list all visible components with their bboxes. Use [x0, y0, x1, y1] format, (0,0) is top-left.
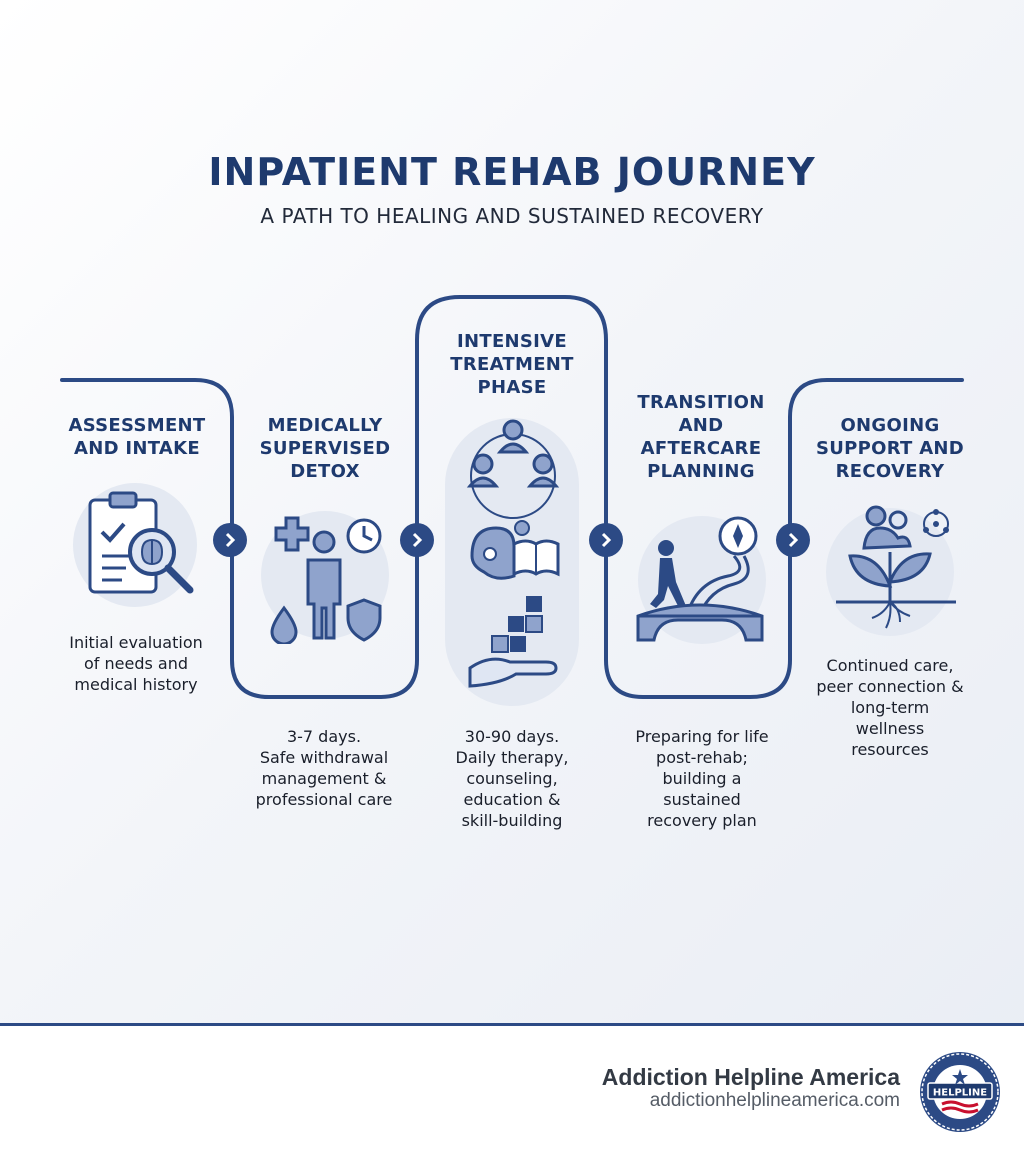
stage-2-description-line: professional care: [255, 790, 393, 809]
stage-4-title-line: AND: [678, 415, 724, 436]
stage-2-description: 3-7 days. Safe withdrawal management & p…: [228, 726, 420, 810]
stage-5-title-line: ONGOING: [840, 415, 940, 436]
stage-1-title-line: ASSESSMENT: [68, 415, 206, 436]
stage-1-title-line: AND INTAKE: [73, 438, 201, 459]
svg-text:HELPLINE: HELPLINE: [933, 1088, 987, 1099]
stage-5-description-line: wellness: [855, 719, 925, 738]
group-therapy-brain-book-blocks-icon: [466, 419, 560, 688]
stage-5-title-line: SUPPORT AND: [815, 438, 965, 459]
stage-3-title-line: PHASE: [477, 377, 547, 398]
stage-4-description-line: sustained: [663, 790, 741, 809]
stage-4-description-line: Preparing for life: [635, 727, 769, 746]
next-arrow-icon: [400, 523, 434, 557]
stage-3-title-line: TREATMENT: [450, 354, 574, 375]
support-plant-network-icon: [836, 505, 956, 629]
stage-5-title-line: RECOVERY: [835, 461, 945, 482]
stage-5-description-line: long-term: [850, 698, 930, 717]
stage-5-description-line: resources: [851, 740, 929, 759]
helpline-seal-logo: HELPLINE: [920, 1052, 1000, 1132]
stage-4-description-line: building a: [662, 769, 742, 788]
next-arrow-icon: [589, 523, 623, 557]
next-arrow-icon: [776, 523, 810, 557]
stage-2-description-line: management &: [261, 769, 387, 788]
stage-4-description-line: post-rehab;: [656, 748, 748, 767]
stage-2-title: MEDICALLY SUPERVISED DETOX: [240, 414, 410, 483]
stage-5-description-line: peer connection &: [816, 677, 964, 696]
brand-name: Addiction Helpline America: [601, 1064, 900, 1090]
stage-4-title-line: TRANSITION: [637, 392, 765, 413]
stage-3-description-line: education &: [463, 790, 561, 809]
stage-3-title: INTENSIVE TREATMENT PHASE: [427, 330, 597, 399]
stage-3-description-line: 30-90 days.: [464, 727, 560, 746]
stage-5-title: ONGOING SUPPORT AND RECOVERY: [800, 414, 980, 483]
stage-2-description-line: 3-7 days.: [286, 727, 362, 746]
stage-2-title-line: MEDICALLY: [267, 415, 383, 436]
page-subtitle: A PATH TO HEALING AND SUSTAINED RECOVERY: [260, 204, 764, 228]
stage-1-description-line: medical history: [74, 675, 198, 694]
footer: [0, 1026, 1024, 1154]
stage-2-description-line: Safe withdrawal: [259, 748, 389, 767]
stage-3-title-line: INTENSIVE: [457, 331, 567, 352]
stage-4-title-line: AFTERCARE: [640, 438, 762, 459]
stage-3-description-line: skill-building: [461, 811, 563, 830]
walker-road-compass-bridge-icon: [636, 516, 764, 642]
stage-4-description-line: recovery plan: [647, 811, 757, 830]
brand-url[interactable]: addictionhelplineamerica.com: [649, 1090, 900, 1111]
clipboard-brain-magnifier-icon: [88, 491, 194, 594]
stage-3-description-line: Daily therapy,: [455, 748, 569, 767]
medical-person-clock-shield-icon: [270, 516, 382, 644]
next-arrow-icon: [213, 523, 247, 557]
stage-4-description: Preparing for life post-rehab; building …: [602, 726, 802, 831]
stage-4-title: TRANSITION AND AFTERCARE PLANNING: [616, 391, 786, 483]
stage-1-description-line: Initial evaluation: [69, 633, 203, 652]
page-title: INPATIENT REHAB JOURNEY: [208, 150, 816, 194]
stage-1-description: Initial evaluation of needs and medical …: [40, 632, 232, 695]
stage-2-title-line: DETOX: [290, 461, 360, 482]
stage-3-description: 30-90 days. Daily therapy, counseling, e…: [416, 726, 608, 831]
stage-5-description: Continued care, peer connection & long-t…: [796, 655, 984, 760]
stage-3-description-line: counseling,: [466, 769, 558, 788]
stage-5-description-line: Continued care,: [826, 656, 954, 675]
stage-2-title-line: SUPERVISED: [259, 438, 391, 459]
stage-1-description-line: of needs and: [83, 654, 188, 673]
stage-4-title-line: PLANNING: [647, 461, 755, 482]
stage-1-title: ASSESSMENT AND INTAKE: [52, 414, 222, 460]
footer-divider: [0, 1023, 1024, 1026]
